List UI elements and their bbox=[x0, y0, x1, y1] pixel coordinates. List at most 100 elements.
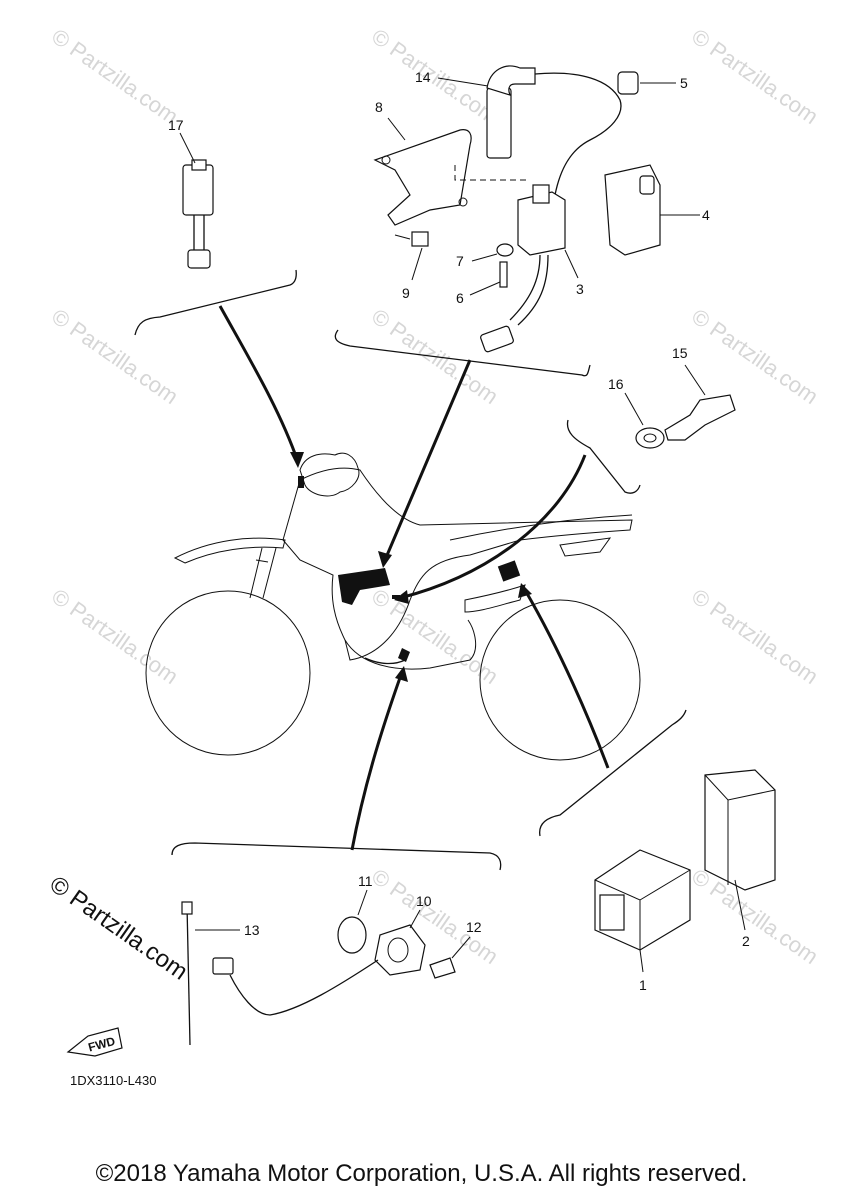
fwd-label: FWD bbox=[87, 1034, 117, 1055]
cdi-location-marker bbox=[298, 476, 304, 488]
bracket-cdi bbox=[539, 709, 687, 837]
callout-6: 6 bbox=[456, 290, 464, 306]
coil-mount-marker bbox=[392, 595, 400, 599]
leader-1 bbox=[639, 949, 644, 973]
seat-tail bbox=[449, 514, 633, 557]
watermark-text: © Partzilla.com bbox=[687, 24, 823, 130]
grommet bbox=[617, 71, 639, 95]
bracket-17 bbox=[134, 269, 297, 336]
arrow-cdi bbox=[523, 589, 610, 769]
callout-8: 8 bbox=[375, 99, 383, 115]
engine-outline bbox=[344, 619, 477, 670]
sensor-wire bbox=[364, 657, 406, 665]
cover-boot bbox=[639, 175, 655, 195]
leader-11 bbox=[357, 889, 368, 916]
cable-tie bbox=[186, 904, 191, 1046]
callout-4: 4 bbox=[702, 207, 710, 223]
cdi-connector bbox=[599, 894, 625, 931]
coil-bracket bbox=[373, 129, 472, 226]
copyright-notice: ©2018 Yamaha Motor Corporation, U.S.A. A… bbox=[95, 1160, 748, 1187]
cable-tie-head bbox=[181, 901, 193, 915]
sensor-connector bbox=[212, 957, 234, 975]
callout-14: 14 bbox=[415, 69, 431, 85]
watermark-text: © Partzilla.com bbox=[47, 304, 183, 410]
arrow-thermo bbox=[399, 454, 587, 600]
washer bbox=[496, 243, 514, 257]
arrowhead bbox=[395, 666, 408, 682]
o-ring bbox=[337, 916, 367, 954]
callout-10: 10 bbox=[416, 893, 432, 909]
leader-9 bbox=[411, 247, 423, 281]
watermark-text: © Partzilla.com bbox=[47, 584, 183, 690]
headlight-area bbox=[299, 452, 360, 497]
rectifier-edges bbox=[704, 774, 776, 885]
bike-highlights bbox=[298, 476, 521, 665]
leader-16 bbox=[624, 392, 644, 426]
callout-2: 2 bbox=[742, 933, 750, 949]
connector-tab bbox=[191, 159, 207, 171]
callout-numbers: 17 8 14 5 4 7 9 6 3 15 16 11 10 13 12 2 … bbox=[168, 69, 750, 993]
spark-plug-cap bbox=[486, 87, 512, 159]
connector-wires bbox=[193, 215, 205, 250]
diagram-code: 1DX3110-L430 bbox=[70, 1073, 157, 1088]
callout-9: 9 bbox=[402, 285, 410, 301]
rear-frame bbox=[464, 584, 526, 613]
gasket-hole bbox=[643, 433, 657, 443]
gasket bbox=[635, 427, 665, 449]
connector-body bbox=[182, 164, 214, 216]
watermark-text: © Partzilla.com bbox=[687, 584, 823, 690]
callout-7: 7 bbox=[456, 253, 464, 269]
assembly-line bbox=[454, 165, 530, 181]
callout-11: 11 bbox=[358, 873, 373, 889]
ignition-coil-group bbox=[373, 65, 700, 353]
coil-connector bbox=[480, 325, 514, 353]
ignition-coil-location bbox=[338, 568, 390, 605]
arrowhead bbox=[394, 590, 409, 604]
arrowhead bbox=[518, 583, 532, 598]
arrowhead bbox=[378, 551, 392, 568]
callout-17: 17 bbox=[168, 117, 184, 133]
watermark-text: © Partzilla.com bbox=[47, 24, 183, 130]
fwd-arrow: FWD bbox=[66, 1027, 123, 1057]
leader-6 bbox=[469, 281, 501, 296]
leader-3 bbox=[564, 249, 579, 279]
sensor-cable bbox=[229, 959, 379, 1016]
ignition-coil bbox=[517, 191, 566, 256]
thermo-unit bbox=[664, 394, 736, 441]
leader-2 bbox=[734, 879, 746, 931]
connector-plug bbox=[187, 249, 211, 269]
flange-bolt bbox=[411, 231, 429, 247]
callout-12: 12 bbox=[466, 919, 482, 935]
cdi-edges bbox=[594, 869, 691, 950]
watermark-text: © Partzilla.com bbox=[367, 24, 503, 130]
bracket-hole bbox=[381, 155, 391, 165]
cdi-group bbox=[594, 769, 776, 973]
sensor-location bbox=[398, 648, 410, 662]
leader-14 bbox=[437, 77, 489, 87]
bracket-sensor bbox=[171, 842, 502, 871]
ht-lead bbox=[534, 72, 622, 196]
callout-5: 5 bbox=[680, 75, 688, 91]
sensor-screw bbox=[429, 957, 456, 979]
callout-1: 1 bbox=[639, 977, 647, 993]
watermark-dark-text: © Partzilla.com bbox=[45, 871, 193, 986]
sensor-group bbox=[181, 889, 471, 1046]
rectifier-location bbox=[497, 560, 521, 582]
bolt bbox=[499, 261, 508, 288]
callout-13: 13 bbox=[244, 922, 260, 938]
leader-10 bbox=[409, 909, 421, 929]
fork bbox=[249, 547, 277, 599]
bracket-hole bbox=[458, 197, 468, 207]
leader-7 bbox=[471, 253, 498, 262]
arrow-17 bbox=[218, 305, 300, 463]
fwd-arrow-shape bbox=[66, 1027, 123, 1057]
watermark-text: © Partzilla.com bbox=[687, 304, 823, 410]
front-fender bbox=[173, 537, 286, 564]
part-17-connector bbox=[179, 132, 214, 269]
callout-3: 3 bbox=[576, 281, 584, 297]
callout-16: 16 bbox=[608, 376, 624, 392]
arrow-sensor bbox=[350, 671, 404, 851]
watermark-text: © Partzilla.com bbox=[367, 584, 503, 690]
plug-cap-elbow bbox=[486, 65, 536, 96]
